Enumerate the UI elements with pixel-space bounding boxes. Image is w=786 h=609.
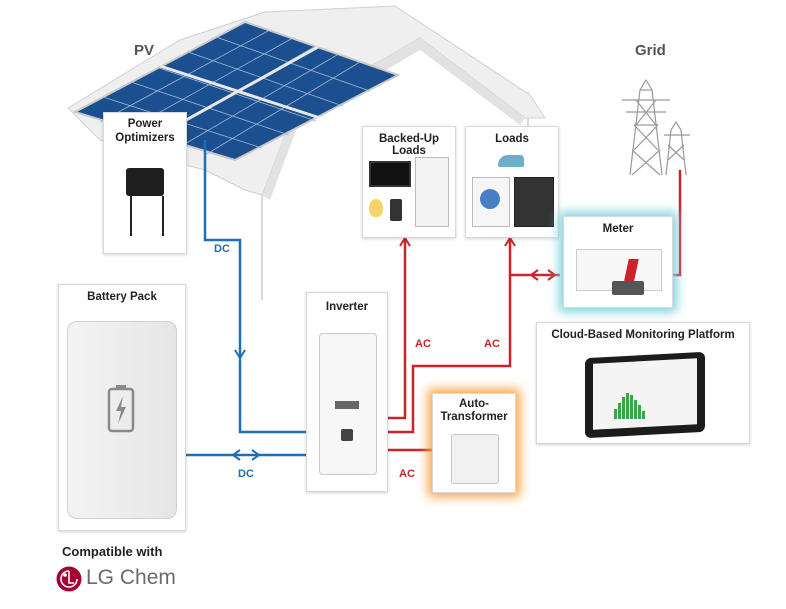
optimizer-device-image xyxy=(126,168,164,196)
bolt-icon xyxy=(116,396,126,424)
monitoring-platform-card: Cloud-Based Monitoring Platform xyxy=(536,322,750,444)
power-optimizers-card: Power Optimizers xyxy=(103,112,187,254)
dc-label-pv: DC xyxy=(214,243,230,255)
meter-module-image xyxy=(612,281,644,295)
bulb-image xyxy=(369,199,383,217)
meter-title: Meter xyxy=(602,223,634,235)
grid-heading: Grid xyxy=(635,42,666,59)
battery-pack-card: Battery Pack xyxy=(58,284,186,531)
inverter-title: Inverter xyxy=(325,301,369,313)
compatible-with-label: Compatible with xyxy=(62,544,163,559)
monitoring-platform-title: Cloud-Based Monitoring Platform xyxy=(551,329,735,341)
lg-logo-icon xyxy=(56,566,82,592)
backed-up-loads-title: Backed-Up Loads xyxy=(378,133,440,157)
tablet-bar-graph xyxy=(614,393,645,419)
auto-transformer-card: Auto- Transformer xyxy=(432,393,516,493)
stove-image xyxy=(514,177,554,227)
inverter-card: Inverter xyxy=(306,292,388,492)
iron-image xyxy=(498,155,524,167)
washer-door xyxy=(480,189,500,209)
ac-label-transformer: AC xyxy=(399,468,415,480)
tv-image xyxy=(369,161,411,187)
power-optimizers-title: Power Optimizers xyxy=(115,118,175,144)
loads-card: Loads xyxy=(465,126,559,238)
battery-pack-title: Battery Pack xyxy=(87,291,157,303)
dc-label-battery: DC xyxy=(238,468,254,480)
inverter-display xyxy=(335,401,359,409)
pv-heading: PV xyxy=(134,42,155,59)
ac-label-loads: AC xyxy=(484,338,500,350)
inverter-switch xyxy=(341,429,353,441)
loads-title: Loads xyxy=(495,133,529,145)
battery-cabinet-image xyxy=(67,321,177,519)
auto-transformer-image xyxy=(451,434,499,484)
auto-transformer-title: Auto- Transformer xyxy=(440,398,508,423)
transmission-tower-icon xyxy=(622,78,690,176)
optimizer-cable-image xyxy=(130,196,164,236)
backed-up-loads-card: Backed-Up Loads xyxy=(362,126,456,238)
meter-card: Meter xyxy=(563,216,673,308)
fridge-image xyxy=(415,157,449,227)
battery-icon xyxy=(107,385,135,433)
lg-chem-brand-text: LG Chem xyxy=(86,566,176,589)
ac-label-backed-up: AC xyxy=(415,338,431,350)
phone-image xyxy=(390,199,402,221)
